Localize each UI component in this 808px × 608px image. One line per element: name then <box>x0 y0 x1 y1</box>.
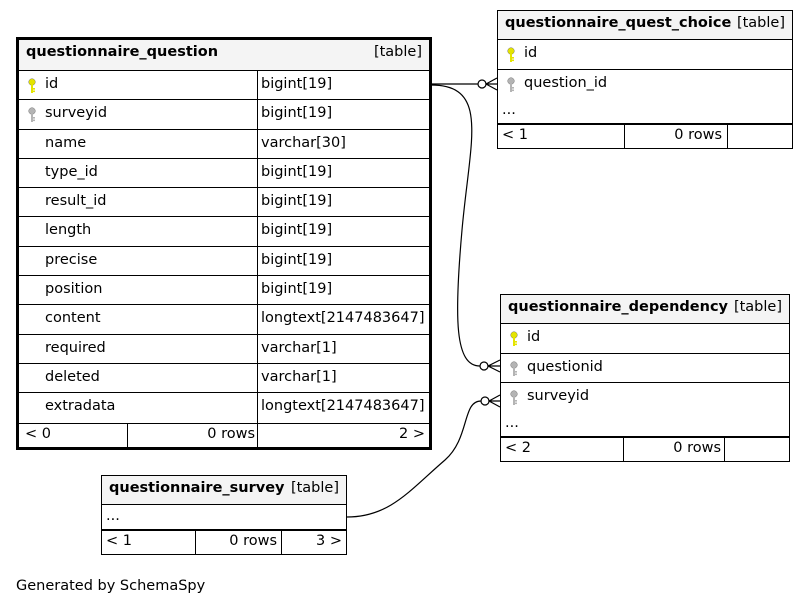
table-questionnaire-survey[interactable]: questionnaire_survey [table] ... < 1 0 r… <box>101 475 347 556</box>
column-name: id <box>527 329 541 346</box>
table-questionnaire-dependency[interactable]: questionnaire_dependency [table] id quest… <box>500 294 790 463</box>
table-header: questionnaire_survey [table] <box>102 476 346 506</box>
edge-surveyid-crowfoot <box>488 394 501 408</box>
parents-count: < 2 <box>505 440 531 457</box>
foreign-key-icon <box>509 361 519 377</box>
column-row: name varchar[30] <box>19 129 429 159</box>
table-footer: < 1 0 rows 3 > <box>102 530 346 555</box>
table-tag: [table] <box>733 299 782 315</box>
column-type: bigint[19] <box>261 76 333 92</box>
column-row: type_id bigint[19] <box>19 158 429 189</box>
more-columns: ... <box>498 99 792 124</box>
column-row: question_id <box>498 70 792 99</box>
column-type: longtext[2147483647] <box>261 310 425 327</box>
children-count: 2 > <box>399 425 425 442</box>
generated-by-label: Generated by SchemaSpy <box>16 578 206 594</box>
column-row: length bigint[19] <box>19 217 429 247</box>
column-name: id <box>45 76 59 92</box>
column-row: surveyid <box>501 383 789 412</box>
table-name: questionnaire_survey <box>109 480 285 496</box>
column-name: extradata <box>45 398 116 415</box>
parents-count: < 1 <box>502 126 528 143</box>
table-name: questionnaire_question <box>26 44 219 60</box>
table-tag: [table] <box>736 15 785 31</box>
column-row: position bigint[19] <box>19 276 429 306</box>
table-questionnaire-quest-choice[interactable]: questionnaire_quest_choice [table] id que… <box>497 10 793 149</box>
column-type: bigint[19] <box>261 105 333 122</box>
column-row: extradata longtext[2147483647] <box>19 393 429 423</box>
primary-key-icon <box>506 47 516 63</box>
column-type: longtext[2147483647] <box>261 398 425 415</box>
table-name: questionnaire_dependency <box>508 299 728 315</box>
table-footer: < 2 0 rows <box>501 437 789 462</box>
column-type: bigint[19] <box>261 251 333 268</box>
primary-key-icon <box>27 78 37 94</box>
row-count: 0 rows <box>673 440 721 457</box>
edge-dependency-crowfoot <box>487 359 501 373</box>
column-name: id <box>524 45 538 62</box>
row-count: 0 rows <box>207 425 255 442</box>
column-type: varchar[1] <box>261 339 337 356</box>
column-row: content longtext[2147483647] <box>19 305 429 335</box>
edge-question-to-dependency <box>430 84 481 367</box>
column-name: content <box>45 310 101 327</box>
more-columns: ... <box>501 412 789 438</box>
foreign-key-icon <box>509 390 519 406</box>
column-row: surveyid bigint[19] <box>19 100 429 130</box>
column-row: id <box>498 40 792 70</box>
column-type: bigint[19] <box>261 281 333 298</box>
table-questionnaire-question[interactable]: questionnaire_question [table] id bigint[… <box>16 37 432 450</box>
column-name: result_id <box>45 193 107 210</box>
column-type: bigint[19] <box>261 193 333 210</box>
column-row: deleted varchar[1] <box>19 363 429 394</box>
column-name: surveyid <box>527 387 590 404</box>
foreign-key-icon <box>27 107 37 123</box>
column-name: length <box>45 222 92 239</box>
edge-choice-zero-marker <box>477 79 487 89</box>
parents-count: < 1 <box>106 533 132 550</box>
table-footer: < 1 0 rows <box>498 123 792 148</box>
column-row: id bigint[19] <box>19 71 429 101</box>
table-header: questionnaire_dependency [table] <box>501 295 789 325</box>
column-name: type_id <box>45 163 98 180</box>
row-count: 0 rows <box>674 126 722 143</box>
edge-choice-crowfoot <box>485 77 498 91</box>
column-row: id <box>501 324 789 354</box>
parents-count: < 0 <box>25 425 51 442</box>
column-row: required varchar[1] <box>19 334 429 364</box>
column-name: deleted <box>45 368 100 385</box>
table-header: questionnaire_question [table] <box>19 40 429 71</box>
column-name: question_id <box>524 74 608 91</box>
column-name: name <box>45 134 87 151</box>
edge-survey-to-dependency <box>346 400 482 518</box>
table-tag: [table] <box>373 44 422 60</box>
table-tag: [table] <box>290 480 339 496</box>
more-columns: ... <box>102 505 346 531</box>
column-type: varchar[1] <box>261 368 337 385</box>
column-type: bigint[19] <box>261 222 333 239</box>
column-type: bigint[19] <box>261 163 333 180</box>
column-type: varchar[30] <box>261 134 346 151</box>
table-footer: < 0 0 rows 2 > <box>19 422 429 447</box>
table-header: questionnaire_quest_choice [table] <box>498 11 792 41</box>
edge-surveyid-zero-marker <box>480 396 490 406</box>
table-name: questionnaire_quest_choice <box>505 15 732 31</box>
column-name: position <box>45 281 103 298</box>
column-name: surveyid <box>45 105 108 122</box>
column-name: precise <box>45 251 98 268</box>
primary-key-icon <box>509 331 519 347</box>
column-name: required <box>45 339 106 356</box>
column-row: precise bigint[19] <box>19 246 429 277</box>
column-name: questionid <box>527 358 603 375</box>
row-count: 0 rows <box>229 533 277 550</box>
foreign-key-icon <box>506 77 516 93</box>
edge-dependency-zero-marker <box>479 361 489 371</box>
column-row: result_id bigint[19] <box>19 188 429 218</box>
children-count: 3 > <box>316 533 342 550</box>
column-row: questionid <box>501 354 789 383</box>
